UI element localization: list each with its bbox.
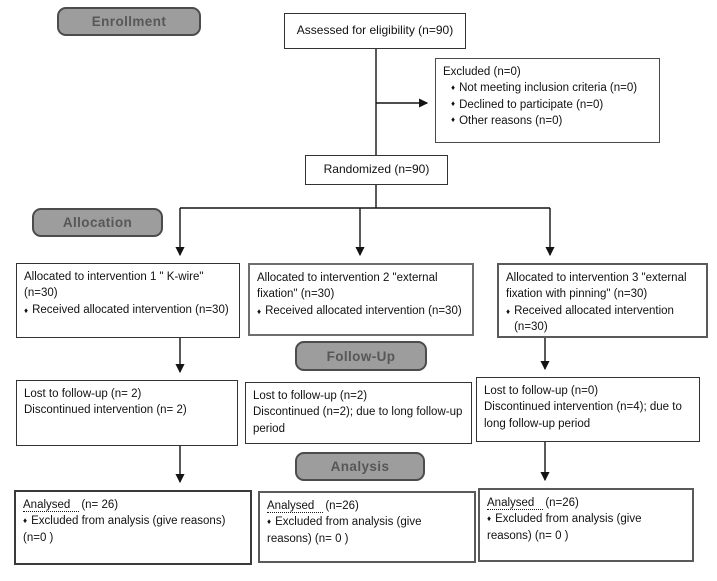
bullet-item: ♦Excluded from analysis (give reasons) (… xyxy=(487,513,642,542)
bullet-item: ♦Received allocated intervention (n=30) xyxy=(24,302,232,318)
followup-stage-badge: Follow-Up xyxy=(295,341,427,371)
diamond-bullet-icon: ♦ xyxy=(23,515,28,525)
followup-1-line-1: Lost to follow-up (n= 2) xyxy=(24,388,142,400)
bullet-item: ♦Declined to participate (n=0) xyxy=(451,98,604,111)
allocation-box-1: Allocated to intervention 1 " K-wire" (n… xyxy=(16,263,240,338)
analysis-1-title: Analysed(n= 26) xyxy=(23,499,119,512)
excluded-title: Excluded (n=0) xyxy=(443,66,521,78)
allocation-2-title: Allocated to intervention 2 "external fi… xyxy=(257,272,438,301)
allocation-box-3: Allocated to intervention 3 "external fi… xyxy=(497,263,708,338)
allocation-box-2: Allocated to intervention 2 "external fi… xyxy=(248,263,474,336)
followup-3-line-1: Lost to follow-up (n=0) xyxy=(484,385,599,397)
followup-box-1: Lost to follow-up (n= 2) Discontinued in… xyxy=(16,380,238,446)
assessed-eligibility-text: Assessed for eligibility (n=90) xyxy=(296,23,454,38)
bullet-item: ♦Not meeting inclusion criteria (n=0) xyxy=(451,82,638,95)
followup-2-line-1: Lost to follow-up (n=2) xyxy=(253,390,368,402)
diamond-bullet-icon: ♦ xyxy=(487,513,492,523)
allocation-stage-badge: Allocation xyxy=(32,208,163,237)
bullet-item: ♦Other reasons (n=0) xyxy=(451,114,563,127)
bullet-item: ♦Excluded from analysis (give reasons) (… xyxy=(267,516,422,545)
bullet-item: ♦Received allocated intervention (n=30) xyxy=(506,303,699,336)
enrollment-stage-badge: Enrollment xyxy=(57,7,201,36)
diamond-bullet-icon: ♦ xyxy=(451,82,456,92)
diamond-bullet-icon: ♦ xyxy=(257,306,262,316)
followup-box-2: Lost to follow-up (n=2) Discontinued (n=… xyxy=(245,382,472,444)
analysis-box-1: Analysed(n= 26) ♦Excluded from analysis … xyxy=(14,490,252,565)
followup-stage-label: Follow-Up xyxy=(326,348,396,364)
allocation-1-title: Allocated to intervention 1 " K-wire" (n… xyxy=(24,271,204,300)
followup-2-line-2: Discontinued (n=2); due to long follow-u… xyxy=(253,406,463,435)
allocation-3-title: Allocated to intervention 3 "external fi… xyxy=(506,272,687,301)
randomized-box: Randomized (n=90) xyxy=(305,155,448,185)
followup-3-line-2: Discontinued intervention (n=4); due to … xyxy=(484,401,682,430)
followup-box-3: Lost to follow-up (n=0) Discontinued int… xyxy=(476,377,700,442)
bullet-item: ♦Received allocated intervention (n=30) xyxy=(257,303,465,319)
bullet-item: ♦Excluded from analysis (give reasons) (… xyxy=(23,515,226,544)
diamond-bullet-icon: ♦ xyxy=(24,305,29,315)
analysis-2-title: Analysed(n=26) xyxy=(267,500,359,513)
diamond-bullet-icon: ♦ xyxy=(451,99,456,109)
diamond-bullet-icon: ♦ xyxy=(506,306,511,316)
analysis-box-2: Analysed(n=26) ♦Excluded from analysis (… xyxy=(258,491,476,563)
analysis-stage-badge: Analysis xyxy=(295,452,425,481)
randomized-text: Randomized (n=90) xyxy=(323,162,430,177)
diamond-bullet-icon: ♦ xyxy=(451,115,456,125)
analysis-3-title: Analysed(n=26) xyxy=(487,497,579,510)
diamond-bullet-icon: ♦ xyxy=(267,516,272,526)
excluded-box: Excluded (n=0) ♦Not meeting inclusion cr… xyxy=(435,58,660,143)
assessed-eligibility-box: Assessed for eligibility (n=90) xyxy=(284,13,466,49)
followup-1-line-2: Discontinued intervention (n= 2) xyxy=(24,404,187,417)
enrollment-stage-label: Enrollment xyxy=(91,14,167,29)
analysis-stage-label: Analysis xyxy=(330,459,390,474)
allocation-stage-label: Allocation xyxy=(62,215,133,230)
analysis-box-3: Analysed(n=26) ♦Excluded from analysis (… xyxy=(478,488,694,562)
